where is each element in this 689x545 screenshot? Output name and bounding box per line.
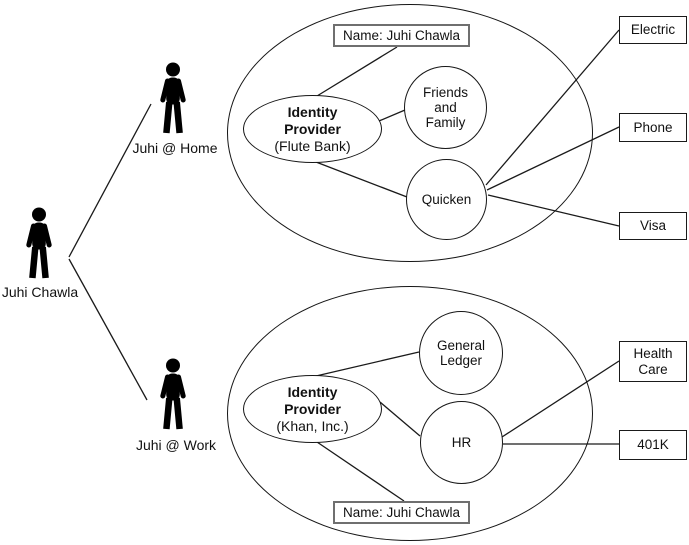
electric-label: Electric [630,22,676,37]
visa-label: Visa [639,218,667,233]
work-service-hr: HR [420,401,503,484]
home-service-friends-and-family: Friends and Family [404,66,487,149]
work-domain-ellipse [227,286,593,541]
home-name-box-label: Name: Juhi Chawla [342,28,461,43]
edge-root-to-home [68,103,152,258]
hr-label: HR [451,435,472,450]
home-idp-org: (Flute Bank) [274,137,351,154]
work-identity-provider: Identity Provider (Khan, Inc.) [243,375,382,443]
person-icon-home [158,62,188,136]
ext-box-401k: 401K [619,430,687,460]
home-persona-label: Juhi @ Home [132,140,218,156]
work-name-box-label: Name: Juhi Chawla [342,505,461,520]
root-person-label: Juhi Chawla [1,284,79,300]
ext-box-phone: Phone [619,113,687,142]
label-401k: 401K [637,437,669,452]
home-name-box: Name: Juhi Chawla [333,24,470,47]
work-idp-org: (Khan, Inc.) [276,417,349,434]
health-care-label: Health Care [633,345,673,377]
person-icon-work [158,358,188,432]
home-service-quicken: Quicken [406,159,487,240]
home-domain-ellipse [227,4,593,262]
quicken-label: Quicken [421,192,472,207]
general-ledger-label: General Ledger [436,338,486,368]
work-service-general-ledger: General Ledger [419,311,503,395]
phone-label: Phone [633,119,673,135]
home-identity-provider: Identity Provider (Flute Bank) [243,95,382,163]
work-persona-label: Juhi @ Work [135,437,217,453]
work-name-box: Name: Juhi Chawla [333,501,470,524]
person-icon-root [24,207,54,281]
ext-box-electric: Electric [619,16,687,44]
home-idp-name-line2: Provider [284,120,341,137]
ext-box-health-care: Health Care [619,341,687,382]
work-idp-name-line1: Identity [287,383,338,400]
home-idp-name-line1: Identity [287,103,338,120]
edge-root-to-work [68,258,148,401]
ext-box-visa: Visa [619,212,687,240]
friends-and-family-label: Friends and Family [422,85,468,130]
work-idp-name-line2: Provider [284,400,341,417]
